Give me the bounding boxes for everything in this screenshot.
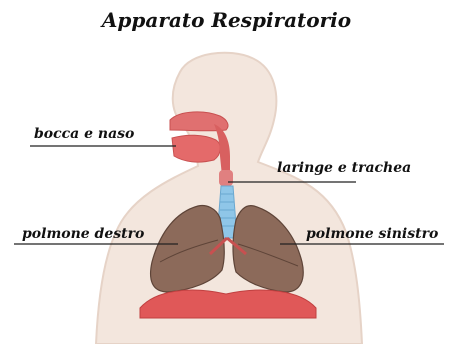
label-left-lung: polmone sinistro [306, 226, 438, 242]
label-right-lung: polmone destro [22, 226, 144, 242]
label-larynx-trachea: laringe e trachea [277, 160, 411, 176]
label-mouth-nose: bocca e naso [34, 126, 134, 142]
diaphragm [140, 290, 316, 318]
diagram-title: Apparato Respiratorio [0, 8, 453, 32]
larynx [219, 170, 233, 186]
mouth-cavity [172, 135, 220, 162]
